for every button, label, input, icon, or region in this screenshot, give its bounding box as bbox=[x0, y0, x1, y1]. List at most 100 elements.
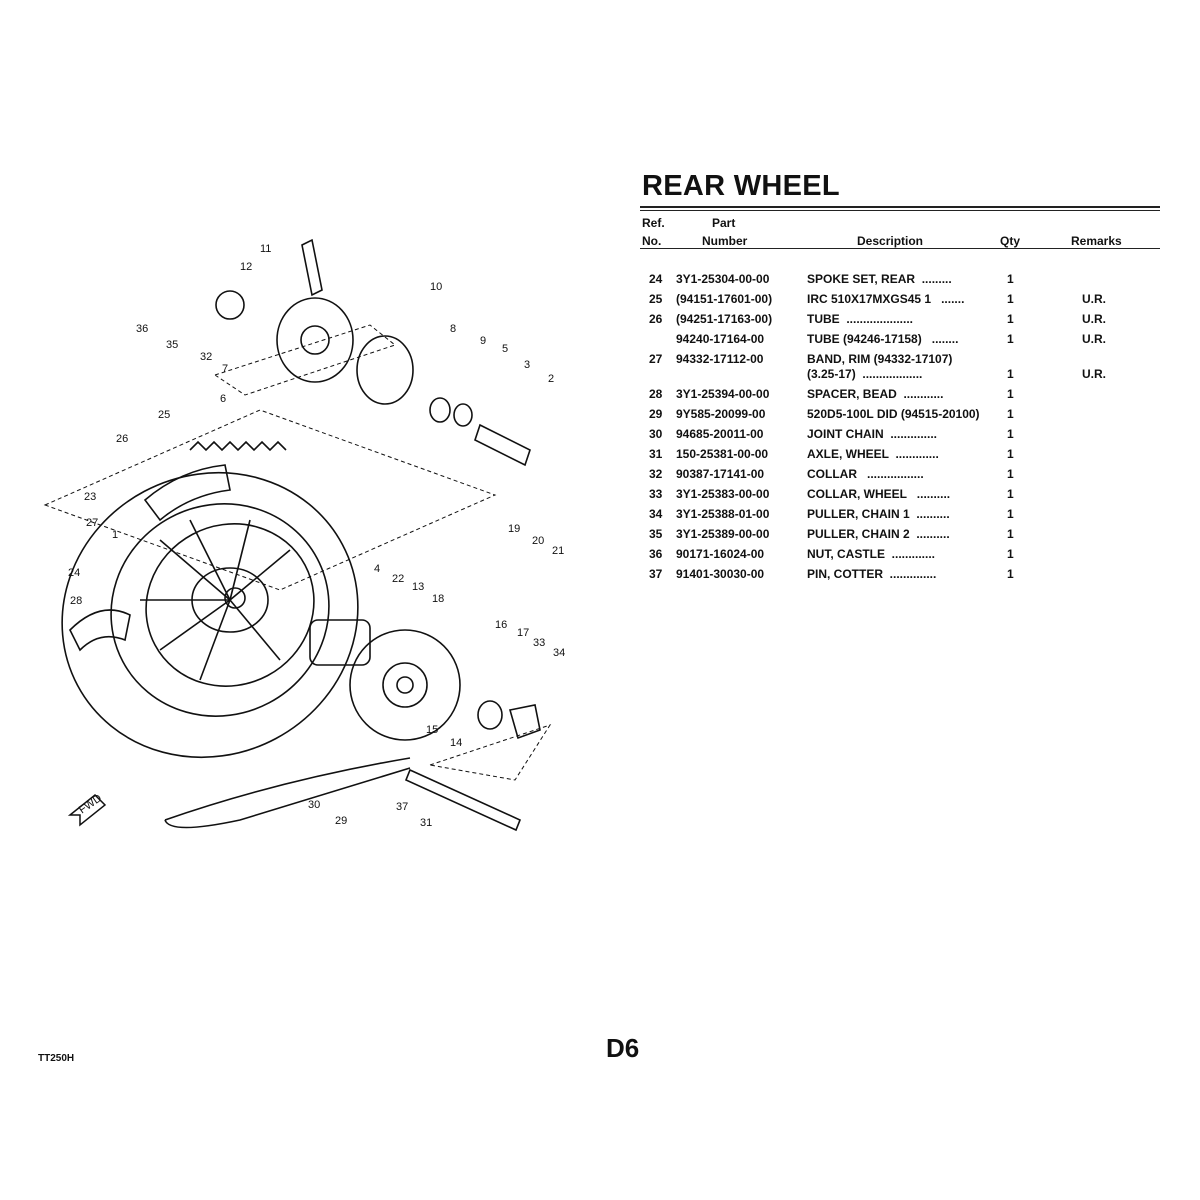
remarks-cell: U.R. bbox=[1082, 292, 1106, 306]
callout-label: 33 bbox=[533, 637, 545, 649]
part-number-cell: 9Y585-20099-00 bbox=[676, 407, 766, 421]
callout-labels: 1112103635328953276252623271242842213181… bbox=[68, 243, 565, 829]
callout-label: 3 bbox=[524, 359, 530, 371]
callout-label: 30 bbox=[308, 799, 320, 811]
callout-label: 20 bbox=[532, 535, 544, 547]
qty-cell: 1 bbox=[1007, 332, 1014, 346]
callout-label: 31 bbox=[420, 817, 432, 829]
drive-chain bbox=[164, 757, 411, 829]
camshaft-lever bbox=[301, 238, 323, 297]
callout-label: 10 bbox=[430, 281, 442, 293]
part-number-cell: 94332-17112-00 bbox=[676, 352, 764, 366]
oil-seal-3 bbox=[453, 403, 473, 427]
part-number-cell: 3Y1-25304-00-00 bbox=[676, 272, 770, 286]
qty-cell: 1 bbox=[1007, 567, 1014, 581]
callout-label: 35 bbox=[166, 339, 178, 351]
qty-cell: 1 bbox=[1007, 272, 1014, 286]
chain-puller-left bbox=[215, 290, 245, 320]
callout-label: 21 bbox=[552, 545, 564, 557]
ref-cell: 30 bbox=[649, 427, 663, 441]
callout-label: 1 bbox=[112, 529, 118, 541]
description-cell: IRC 510X17MXGS45 1 ....... bbox=[807, 292, 965, 306]
callout-label: 7 bbox=[222, 363, 228, 375]
description-cell: TUBE (94246-17158) ........ bbox=[807, 332, 959, 346]
qty-cell: 1 bbox=[1007, 487, 1014, 501]
header-ref-2: No. bbox=[642, 234, 662, 248]
qty-cell: 1 bbox=[1007, 292, 1014, 306]
part-number-cell: 94240-17164-00 bbox=[676, 332, 765, 346]
callout-label: 11 bbox=[260, 243, 271, 255]
header-ref-1: Ref. bbox=[642, 216, 665, 230]
spacer-2 bbox=[474, 423, 531, 467]
remarks-cell: U.R. bbox=[1082, 332, 1106, 346]
callout-label: 6 bbox=[220, 393, 226, 405]
bead-spacer bbox=[69, 609, 131, 652]
callout-label: 16 bbox=[495, 619, 507, 631]
qty-cell: 1 bbox=[1007, 312, 1014, 326]
qty-cell: 1 bbox=[1007, 527, 1014, 541]
tube-shape bbox=[143, 464, 231, 522]
hub-center bbox=[224, 587, 246, 609]
callout-label: 23 bbox=[84, 491, 96, 503]
callout-label: 14 bbox=[450, 737, 462, 749]
ref-cell: 27 bbox=[649, 352, 663, 366]
ref-cell: 26 bbox=[649, 312, 663, 326]
part-number-cell: 150-25381-00-00 bbox=[676, 447, 769, 461]
description-cell: PULLER, CHAIN 2 .......... bbox=[807, 527, 950, 541]
part-number-cell: (94251-17163-00) bbox=[676, 312, 773, 326]
callout-label: 18 bbox=[432, 593, 444, 605]
ref-cell: 34 bbox=[649, 507, 663, 521]
description-cell-continued: (3.25-17) .................. bbox=[807, 367, 923, 381]
callout-label: 15 bbox=[426, 724, 438, 736]
part-number-cell: 3Y1-25383-00-00 bbox=[676, 487, 770, 501]
chain-puller-right bbox=[508, 704, 541, 740]
title-rule bbox=[640, 206, 1160, 208]
header-part-1: Part bbox=[712, 216, 736, 230]
page-number: D6 bbox=[606, 1033, 640, 1063]
ref-cell: 35 bbox=[649, 527, 663, 541]
description-cell: SPACER, BEAD ............ bbox=[807, 387, 944, 401]
description-cell: JOINT CHAIN .............. bbox=[807, 427, 938, 441]
ref-cell: 36 bbox=[649, 547, 663, 561]
callout-label: 32 bbox=[200, 351, 212, 363]
callout-label: 8 bbox=[450, 323, 456, 335]
callout-label: 4 bbox=[374, 563, 380, 575]
description-cell: SPOKE SET, REAR ......... bbox=[807, 272, 952, 286]
header-rule bbox=[640, 248, 1160, 249]
callout-label: 29 bbox=[335, 815, 347, 827]
ref-cell: 33 bbox=[649, 487, 663, 501]
brake-shoe bbox=[356, 335, 414, 405]
tire-inner bbox=[110, 503, 330, 717]
qty-cell: 1 bbox=[1007, 387, 1014, 401]
description-cell: 520D5-100L DID (94515-20100) bbox=[807, 407, 980, 421]
header-remarks: Remarks bbox=[1071, 234, 1122, 248]
rim bbox=[145, 523, 315, 687]
description-cell: AXLE, WHEEL ............. bbox=[807, 447, 939, 461]
part-number-cell: 91401-30030-00 bbox=[676, 567, 765, 581]
ref-cell: 29 bbox=[649, 407, 663, 421]
sprocket bbox=[349, 629, 461, 741]
description-cell: BAND, RIM (94332-17107) bbox=[807, 352, 953, 366]
callout-label: 26 bbox=[116, 433, 128, 445]
description-cell: TUBE .................... bbox=[807, 312, 914, 326]
description-cell: PIN, COTTER .............. bbox=[807, 567, 937, 581]
callout-label: 19 bbox=[508, 523, 520, 535]
callout-label: 12 bbox=[240, 261, 252, 273]
callout-label: 13 bbox=[412, 581, 424, 593]
callout-label: 34 bbox=[553, 647, 565, 659]
remarks-cell: U.R. bbox=[1082, 312, 1106, 326]
ref-cell: 24 bbox=[649, 272, 663, 286]
part-number-cell: 90387-17141-00 bbox=[676, 467, 765, 481]
callout-label: 25 bbox=[158, 409, 170, 421]
part-number-cell: 3Y1-25388-01-00 bbox=[676, 507, 770, 521]
header-description: Description bbox=[857, 234, 924, 248]
bearing-5 bbox=[429, 397, 451, 423]
callout-label: 28 bbox=[70, 595, 82, 607]
fwd-label: FWD bbox=[77, 792, 104, 816]
ref-cell: 32 bbox=[649, 467, 663, 481]
qty-cell: 1 bbox=[1007, 367, 1014, 381]
callout-label: 36 bbox=[136, 323, 148, 335]
qty-cell: 1 bbox=[1007, 467, 1014, 481]
tire-outline bbox=[61, 471, 359, 759]
ref-cell: 37 bbox=[649, 567, 663, 581]
